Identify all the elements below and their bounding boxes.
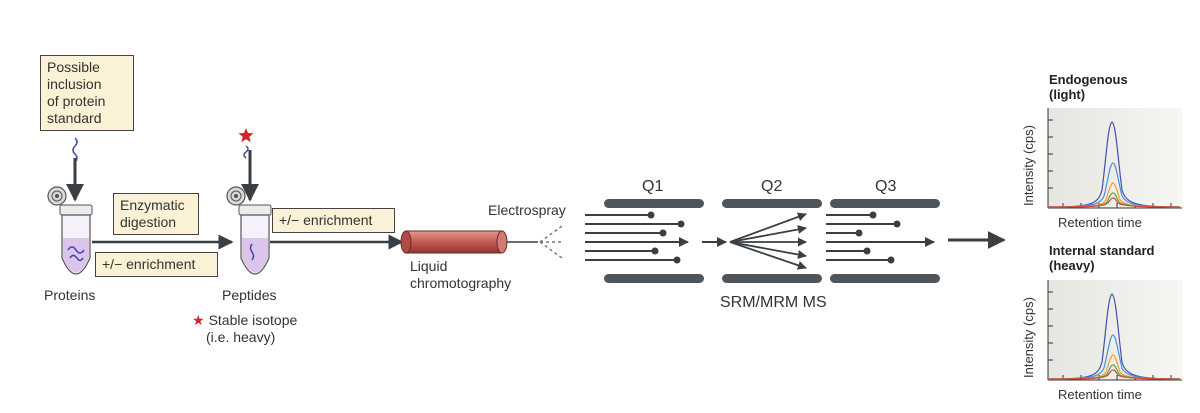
peptide-tube-icon <box>226 186 272 275</box>
lc-line: Liquid <box>410 258 448 274</box>
heavy-peptide-squiggle <box>243 145 249 159</box>
plot-title-line: Endogenous <box>1049 72 1128 87</box>
protein-standard-line: Possible <box>47 59 100 75</box>
y-axis-label-2: Intensity (cps) <box>1021 297 1036 378</box>
proteins-label: Proteins <box>44 287 96 303</box>
plot-title-line: Internal standard <box>1049 243 1155 258</box>
internal-standard-plot-title: Internal standard (heavy) <box>1049 243 1154 273</box>
protein-standard-box: Possible inclusion of protein standard <box>40 55 134 131</box>
quadrupole-q1 <box>604 199 704 283</box>
peptides-label: Peptides <box>222 287 277 303</box>
q2-fragment-paths <box>729 212 807 270</box>
enrichment-box-2: +/− enrichment <box>272 208 395 233</box>
q3-ion-paths <box>826 211 935 264</box>
q1-ion-paths <box>585 211 689 264</box>
legend-star-icon: ★ <box>192 312 205 328</box>
protein-tube-icon <box>47 186 93 275</box>
enrichment-box-1: +/− enrichment <box>95 252 218 277</box>
heavy-star-icon <box>238 128 254 143</box>
enzymatic-digestion-line: Enzymatic <box>120 197 185 213</box>
endogenous-plot-title: Endogenous (light) <box>1049 72 1128 102</box>
x-axis-label-2: Retention time <box>1058 387 1142 402</box>
lc-column-icon <box>400 230 508 254</box>
srm-mrm-label: SRM/MRM MS <box>720 294 827 311</box>
electrospray-icon <box>539 225 564 259</box>
quadrupole-q2 <box>722 199 822 283</box>
quadrupole-q3 <box>830 199 940 283</box>
q3-label: Q3 <box>875 178 897 195</box>
liquid-chromatography-label: Liquid chromotography <box>410 258 511 292</box>
protein-standard-line: of protein <box>47 93 106 109</box>
enzymatic-digestion-line: digestion <box>120 214 177 230</box>
protein-standard-squiggle <box>72 137 78 163</box>
lc-line: chromotography <box>410 275 512 291</box>
protein-standard-line: inclusion <box>47 76 102 92</box>
electrospray-label: Electrospray <box>488 202 566 218</box>
plot-title-line: (heavy) <box>1049 258 1095 273</box>
endogenous-plot <box>1047 108 1182 209</box>
enrichment-label: +/− enrichment <box>102 256 196 272</box>
stable-isotope-note: (i.e. heavy) <box>206 329 276 345</box>
q2-label: Q2 <box>761 178 783 195</box>
x-axis-label-1: Retention time <box>1058 215 1142 230</box>
protein-standard-line: standard <box>47 110 102 126</box>
stable-isotope-text: Stable isotope <box>208 312 298 328</box>
stable-isotope-legend: ★Stable isotope (i.e. heavy) <box>192 312 297 346</box>
stable-isotope-line: ★Stable isotope <box>192 312 297 329</box>
internal-standard-plot <box>1047 280 1182 381</box>
enrichment-label: +/− enrichment <box>279 212 373 228</box>
q1-label: Q1 <box>642 178 664 195</box>
y-axis-label-1: Intensity (cps) <box>1021 125 1036 206</box>
plot-title-line: (light) <box>1049 87 1086 102</box>
enzymatic-digestion-box: Enzymatic digestion <box>113 193 199 235</box>
